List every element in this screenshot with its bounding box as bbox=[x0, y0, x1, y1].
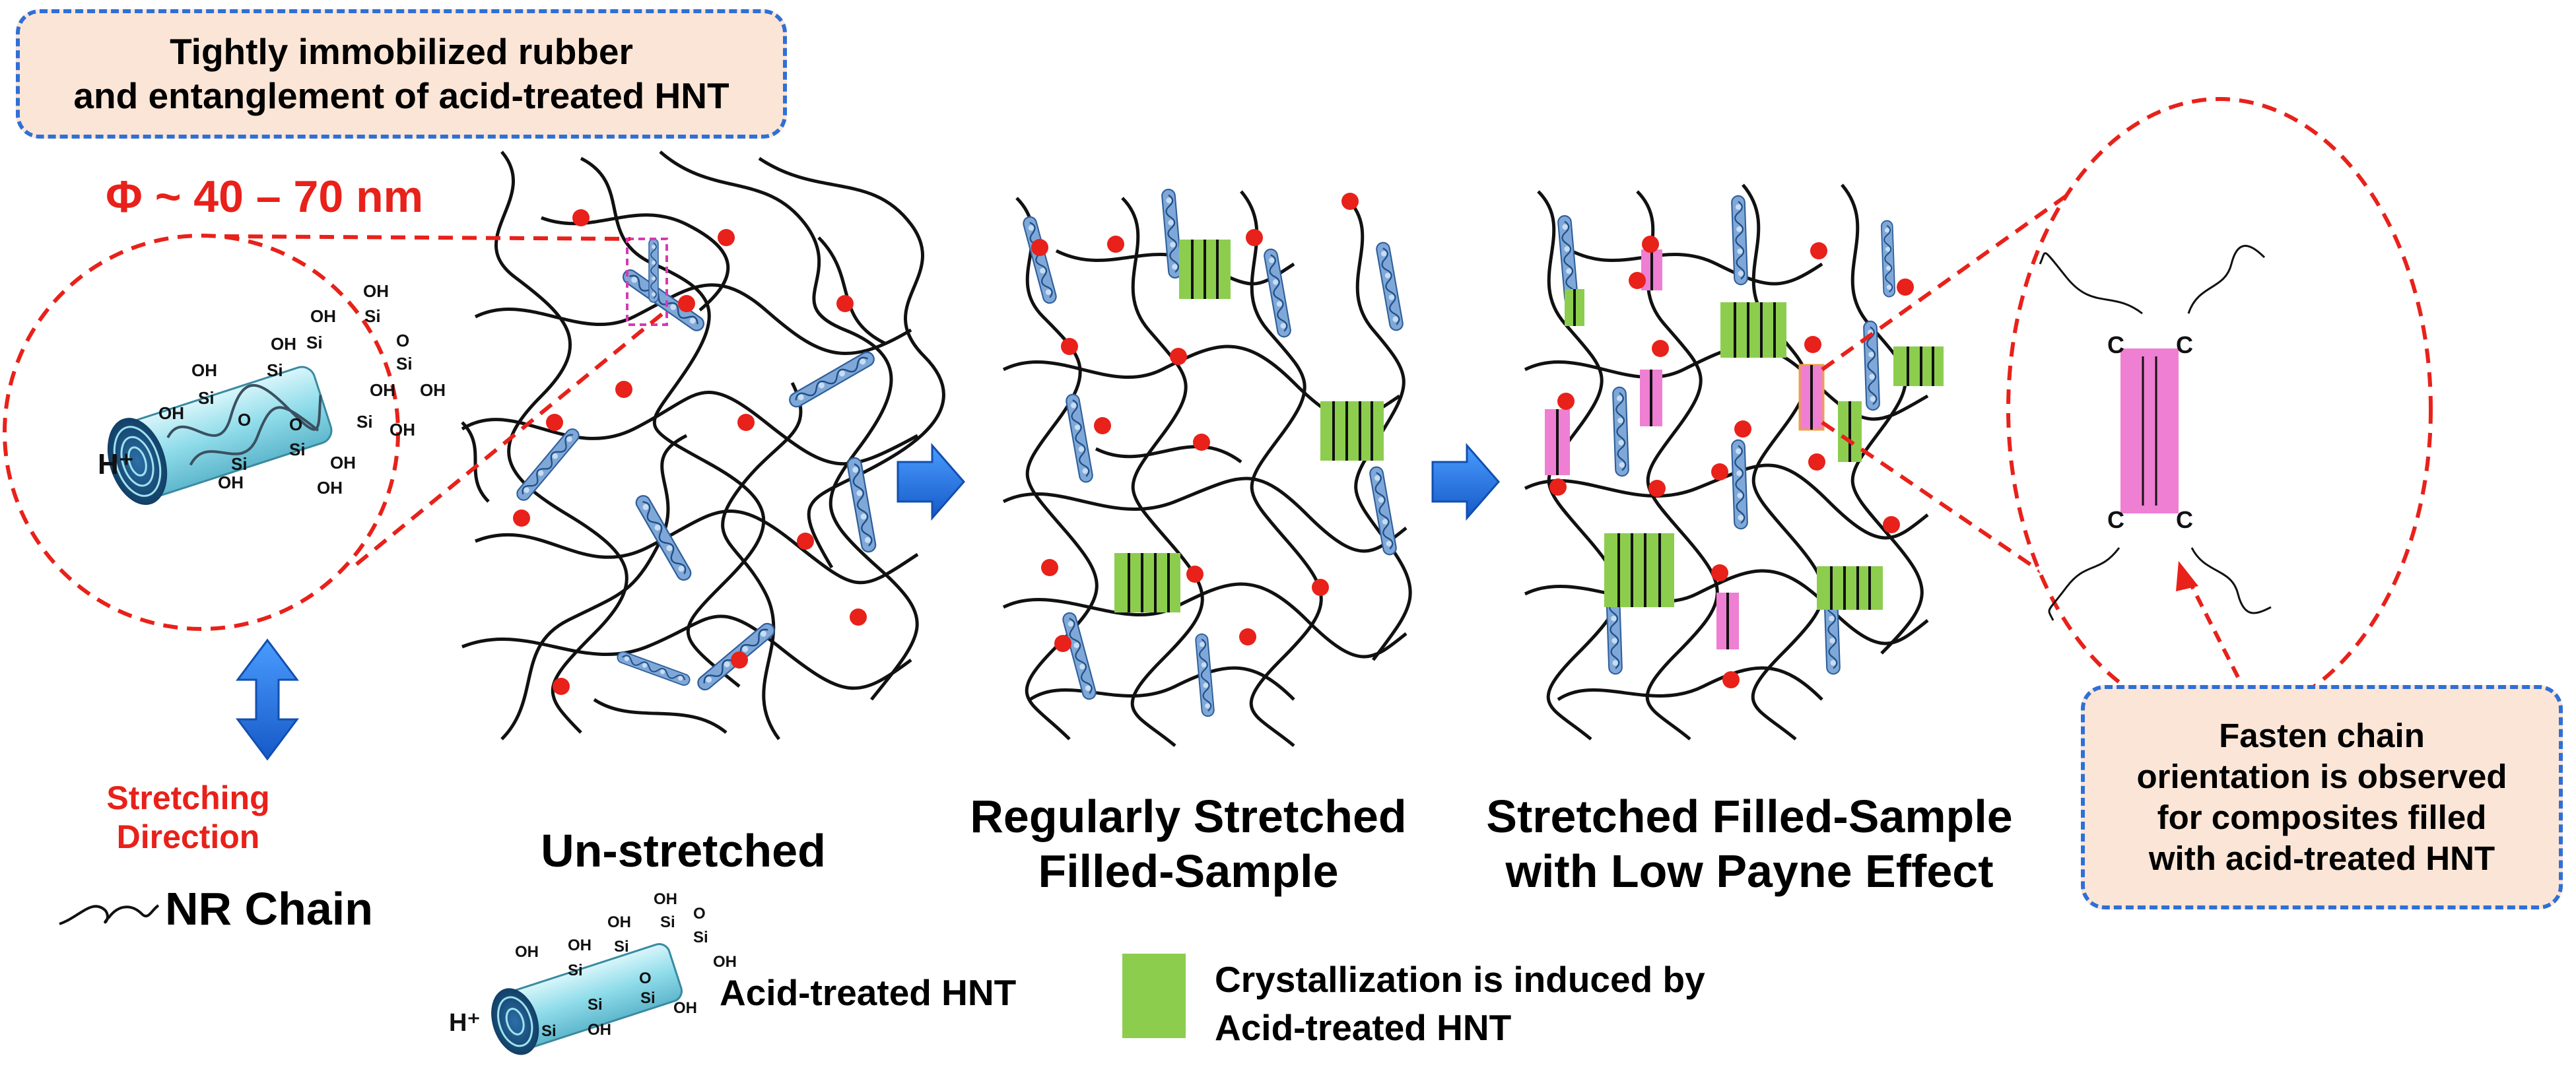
orientation-callout: Fasten chain orientation is observed for… bbox=[2081, 685, 2563, 909]
oh-label: OH bbox=[568, 936, 592, 954]
nr-chain-legend-squiggle bbox=[59, 904, 160, 925]
o-label: O bbox=[396, 331, 409, 350]
si-label: Si bbox=[289, 440, 306, 459]
si-label: Si bbox=[568, 962, 583, 979]
zoom-oriented-block bbox=[2120, 348, 2179, 513]
crystallization-legend-label: Crystallization is induced by Acid-treat… bbox=[1215, 959, 1705, 1048]
oh-label: OH bbox=[310, 306, 336, 326]
oriented-chain-blocks bbox=[1545, 249, 1825, 649]
si-label: Si bbox=[541, 1022, 557, 1040]
zoom-ellipse bbox=[2006, 97, 2433, 721]
immobilized-region-box bbox=[626, 238, 668, 326]
si-label: Si bbox=[306, 333, 323, 352]
panel-unstretched bbox=[461, 150, 945, 740]
oh-label: OH bbox=[607, 913, 631, 931]
hnt-zoom-detail bbox=[3, 234, 668, 631]
si-label: Si bbox=[356, 412, 373, 432]
crosslink-points-low-payne bbox=[1549, 236, 1914, 688]
panel-regular-stretched bbox=[1002, 188, 1412, 747]
diameter-label: Φ ~ 40 – 70 nm bbox=[106, 172, 424, 222]
carbon-label: C bbox=[2176, 506, 2193, 533]
carbon-label: C bbox=[2176, 331, 2193, 358]
panel-title-unstretched: Un-stretched bbox=[541, 825, 826, 876]
si-label: Si bbox=[588, 996, 603, 1014]
crosslink-points-regular bbox=[1031, 193, 1359, 652]
stretching-direction-label: Stretching Direction bbox=[106, 779, 270, 855]
stretching-direction-arrow bbox=[236, 638, 299, 761]
oh-label: OH bbox=[420, 380, 446, 400]
panel-title-low-payne: Stretched Filled-Sample with Low Payne E… bbox=[1486, 791, 2013, 897]
si-label: Si bbox=[198, 388, 215, 408]
oh-label: OH bbox=[317, 478, 343, 498]
si-label: Si bbox=[640, 989, 656, 1007]
si-label: Si bbox=[693, 929, 708, 946]
si-label: Si bbox=[396, 354, 413, 374]
callout-pointer bbox=[2187, 579, 2240, 678]
carbon-label: C bbox=[2107, 506, 2124, 533]
crystal-blocks-low-payne bbox=[1565, 289, 1944, 610]
proton-label: H⁺ bbox=[449, 1009, 481, 1037]
process-arrow-1 bbox=[897, 443, 965, 521]
nr-chain-legend-label: NR Chain bbox=[165, 883, 373, 935]
oh-label: OH bbox=[713, 953, 737, 971]
oh-label: OH bbox=[271, 334, 296, 354]
oh-label: OH bbox=[158, 403, 184, 423]
proton-label: H⁺ bbox=[98, 448, 134, 480]
zoom-connector-bottom bbox=[355, 308, 668, 566]
si-label: Si bbox=[614, 938, 629, 956]
panel-title-regular-stretched: Regularly Stretched Filled-Sample bbox=[970, 791, 1407, 897]
si-label: Si bbox=[364, 306, 381, 326]
nr-chain-network bbox=[1002, 190, 1412, 747]
oh-label: OH bbox=[515, 943, 539, 961]
si-label: Si bbox=[267, 360, 283, 380]
carbon-label: C bbox=[2107, 331, 2124, 358]
crosslink-points-unstretched bbox=[513, 209, 867, 695]
callout-pointer-head bbox=[2176, 561, 2198, 591]
si-label: Si bbox=[660, 913, 675, 931]
oh-label: OH bbox=[673, 999, 697, 1017]
nr-chain-network bbox=[1524, 183, 1929, 740]
process-arrow-2 bbox=[1431, 443, 1500, 521]
oh-label: OH bbox=[191, 360, 217, 380]
oh-label: OH bbox=[588, 1021, 611, 1039]
oh-label: OH bbox=[363, 281, 389, 301]
oh-label: OH bbox=[218, 473, 244, 492]
o-label: O bbox=[238, 410, 251, 430]
hnt-legend-tube bbox=[491, 942, 683, 1055]
o-label: O bbox=[289, 414, 302, 434]
oh-label: OH bbox=[370, 380, 395, 400]
crystal-blocks-regular bbox=[1114, 240, 1384, 612]
oh-label: OH bbox=[390, 420, 415, 440]
oh-label: OH bbox=[654, 890, 677, 908]
oh-label: OH bbox=[330, 453, 356, 473]
o-label: O bbox=[693, 905, 706, 923]
si-label: Si bbox=[231, 454, 248, 474]
o-label: O bbox=[639, 969, 652, 987]
hnt-tube-illustration bbox=[107, 366, 333, 506]
panel-low-payne bbox=[1524, 183, 1944, 740]
crystallization-legend-swatch bbox=[1122, 954, 1186, 1038]
oriented-chain-zoom bbox=[1821, 97, 2433, 721]
zoom-chain-tails bbox=[2039, 245, 2272, 621]
acid-hnt-legend-label: Acid-treated HNT bbox=[720, 972, 1017, 1013]
zoom-connector-top bbox=[224, 234, 631, 241]
immobilization-callout: Tightly immobilized rubber and entanglem… bbox=[16, 9, 787, 139]
